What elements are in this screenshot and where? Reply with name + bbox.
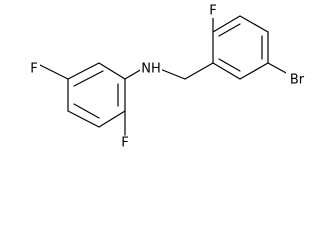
atom-f-left-top: F bbox=[28, 62, 40, 77]
bond bbox=[98, 110, 126, 128]
atom-nh: NH bbox=[140, 60, 162, 77]
atom-f-left-bottom: F bbox=[119, 136, 131, 151]
bond bbox=[67, 110, 100, 128]
bond bbox=[218, 23, 241, 37]
bond bbox=[67, 62, 100, 80]
bond-f-left-top bbox=[39, 64, 69, 80]
bond-ch2-ring bbox=[184, 62, 214, 80]
bond bbox=[212, 62, 241, 80]
bond bbox=[239, 62, 269, 80]
f-left-top-label: F bbox=[30, 62, 37, 77]
f-left-bottom-label: F bbox=[121, 136, 128, 151]
bond bbox=[98, 62, 126, 80]
bond bbox=[73, 70, 104, 87]
br-label: Br bbox=[290, 73, 305, 88]
atom-f-right-ring: F bbox=[207, 4, 219, 19]
atom-br: Br bbox=[286, 72, 308, 88]
bond-br bbox=[267, 62, 289, 75]
bond bbox=[239, 15, 269, 33]
bond-ring-n bbox=[124, 68, 143, 80]
nh-label: NH bbox=[141, 62, 161, 77]
right-aromatic-ring bbox=[212, 15, 269, 80]
bond bbox=[218, 58, 241, 72]
bond-n-ch2 bbox=[159, 68, 186, 80]
bond bbox=[212, 15, 241, 33]
structure-diagram: NH F F F Br bbox=[28, 3, 308, 151]
left-aromatic-ring bbox=[67, 62, 126, 128]
bond bbox=[73, 103, 100, 119]
f-right-label: F bbox=[209, 4, 216, 19]
